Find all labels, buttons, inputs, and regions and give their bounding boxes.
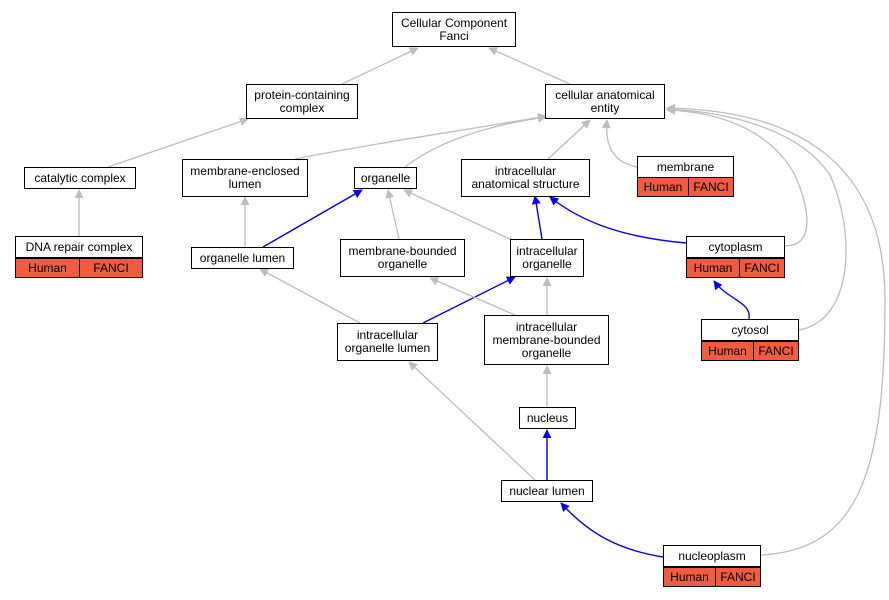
node-cytosol[interactable]: cytosol [701, 319, 799, 341]
node-label-line: Cellular Component [400, 15, 508, 30]
node-label-line: protein-containing [254, 87, 350, 102]
annotation-gene-cytoplasm: FANCI [739, 258, 785, 278]
node-label-line: intracellular [356, 328, 419, 342]
edge-part-of-nucleoplasm-to-nuclear-lumen [560, 502, 664, 558]
edge-is-a-membrane-bounded-organelle-to-organelle [385, 189, 400, 240]
node-label-line: cytoplasm [708, 239, 763, 254]
node-label-line: membrane-bounded [492, 332, 601, 347]
node-nucleoplasm[interactable]: nucleoplasm [663, 545, 761, 567]
node-cytoplasm[interactable]: cytoplasm [686, 236, 785, 258]
node-label-line: entity [590, 100, 620, 115]
edge-is-a-intracellular-anatomical-structure-to-cellular-anatomical-entity [547, 119, 591, 160]
edge-is-a-membrane-to-cellular-anatomical-entity [601, 119, 638, 168]
edge-is-a-membrane-enclosed-lumen-to-cellular-anatomical-entity [294, 113, 547, 160]
annotation-species-nucleoplasm: Human [663, 567, 716, 587]
node-catalytic-complex[interactable]: catalytic complex [24, 167, 136, 189]
edge-is-a-organelle-to-cellular-anatomical-entity [404, 113, 547, 168]
edge-part-of-intracellular-organelle-lumen-to-intracellular-organelle [422, 276, 516, 324]
edge-is-a-intracellular-organelle-lumen-to-organelle-lumen [259, 268, 361, 324]
node-label-line: DNA repair complex [25, 239, 133, 254]
annotation-species-cytosol: Human [701, 341, 754, 361]
node-label-line: organelle [360, 170, 411, 185]
edge-part-of-cytoplasm-to-intracellular-anatomical-structure [549, 196, 687, 244]
node-label-line: organelle lumen [344, 341, 431, 355]
edge-is-a-intracellular-membrane-bounded-organelle-to-membrane-bounded-organelle [429, 277, 516, 316]
node-membrane[interactable]: membrane [637, 156, 734, 178]
edge-is-a-cytoplasm-to-cellular-anatomical-entity [666, 105, 808, 247]
node-label-line: lumen [228, 177, 262, 191]
node-label-line: organelle [522, 257, 572, 271]
annotation-species-membrane: Human [637, 177, 689, 197]
edge-part-of-organelle-lumen-to-organelle [262, 189, 363, 248]
node-label-line: nuclear lumen [509, 483, 585, 498]
annotation-species-dna-repair-complex: Human [15, 258, 80, 278]
node-label-line: membrane-bounded [348, 244, 457, 258]
annotation-gene-membrane: FANCI [688, 177, 734, 197]
node-label-line: membrane [656, 159, 715, 174]
node-label-line: intracellular [494, 164, 557, 178]
edge-is-a-cellular-anatomical-entity-to-root [488, 47, 571, 85]
node-nuclear-lumen[interactable]: nuclear lumen [501, 480, 593, 502]
node-label-line: intracellular [515, 319, 578, 334]
node-dna-repair-complex[interactable]: DNA repair complex [15, 236, 143, 258]
node-label-line: cytosol [731, 322, 769, 337]
annotation-gene-nucleoplasm: FANCI [715, 567, 761, 587]
node-label-line: anatomical structure [471, 177, 580, 191]
edge-is-a-cytosol-to-cellular-anatomical-entity [666, 104, 847, 331]
node-label-line: organelle lumen [199, 250, 286, 265]
node-label-line: organelle [377, 257, 428, 271]
edge-is-a-catalytic-complex-to-protein-containing-complex [107, 117, 249, 168]
annotation-species-cytoplasm: Human [686, 258, 740, 278]
node-label-line: Fanci [439, 28, 469, 43]
edge-part-of-intracellular-organelle-to-intracellular-anatomical-structure [531, 195, 543, 240]
node-label-line: cellular anatomical [555, 87, 655, 102]
node-label-line: catalytic complex [34, 170, 126, 185]
node-label-line: nucleoplasm [678, 548, 746, 563]
annotation-gene-cytosol: FANCI [753, 341, 799, 361]
edge-is-a-nuclear-lumen-to-intracellular-organelle-lumen [408, 361, 536, 481]
node-label-line: organelle [521, 345, 572, 360]
node-nucleus[interactable]: nucleus [519, 407, 576, 429]
node-label-line: nucleus [526, 410, 569, 425]
edge-is-a-intracellular-organelle-to-organelle [403, 189, 513, 241]
edge-is-a-nucleoplasm-to-cellular-anatomical-entity [666, 103, 886, 556]
node-label-line: membrane-enclosed [190, 164, 300, 178]
node-label-line: intracellular [516, 244, 578, 258]
annotation-gene-dna-repair-complex: FANCI [79, 258, 143, 278]
edge-part-of-cytosol-to-cytoplasm [713, 280, 750, 320]
node-label-line: complex [279, 100, 325, 115]
node-organelle[interactable]: organelle [354, 167, 417, 189]
node-organelle-lumen[interactable]: organelle lumen [191, 247, 294, 269]
edge-is-a-protein-containing-complex-to-root [341, 47, 419, 85]
